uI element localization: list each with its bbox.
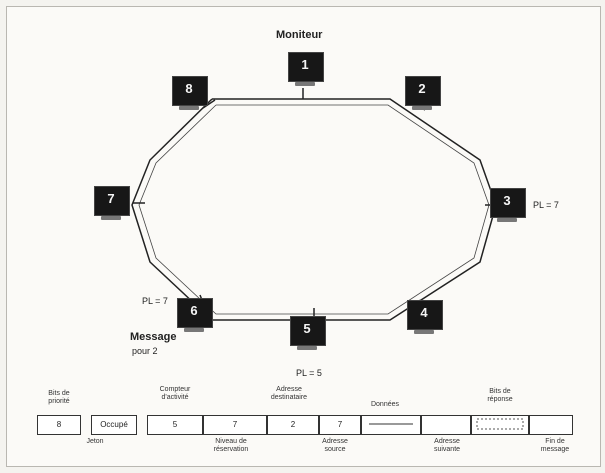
station-8: 8	[172, 76, 208, 112]
diagram-title: Moniteur	[276, 29, 323, 41]
caption-line: Bits de	[48, 390, 70, 397]
station-number: 6	[190, 303, 198, 318]
drop-8	[202, 99, 216, 109]
monitor-icon	[288, 52, 324, 82]
monitor-base-icon	[497, 218, 517, 222]
response-dashed-icon	[476, 418, 524, 430]
station-number: 5	[303, 321, 311, 336]
caption-reservation-level: Niveau de réservation	[196, 438, 266, 454]
monitor-icon	[490, 188, 526, 218]
station-5: 5	[290, 316, 326, 352]
data-line-icon	[369, 423, 413, 425]
monitor-base-icon	[295, 82, 315, 86]
message-label-line1: Message	[130, 331, 177, 343]
station-number: 2	[418, 81, 426, 96]
caption-line: Niveau de	[215, 438, 247, 445]
monitor-icon	[94, 186, 130, 216]
field-data	[361, 415, 421, 435]
caption-line: Adresse	[434, 438, 460, 445]
station-number: 7	[107, 191, 115, 206]
monitor-icon	[407, 300, 443, 330]
caption-line: destinataire	[270, 394, 308, 401]
caption-response-bits: Bits de réponse	[465, 388, 535, 404]
caption-priority-bits: Bits de priorité	[24, 390, 94, 406]
caption-token: Jeton	[60, 438, 130, 446]
field-reservation-level: 7	[203, 415, 267, 435]
caption-line: réponse	[487, 396, 513, 403]
station-5-pl-label: PL = 5	[296, 368, 322, 378]
field-destination-address: 2	[267, 415, 319, 435]
caption-line: Compteur	[159, 386, 191, 393]
caption-line: d'activité	[161, 394, 189, 401]
caption-end-of-message: Fin de message	[520, 438, 590, 454]
monitor-icon	[290, 316, 326, 346]
caption-line: réservation	[213, 446, 249, 453]
caption-line: source	[324, 446, 346, 453]
caption-line: Données	[370, 401, 400, 408]
station-7: 7	[94, 186, 130, 222]
monitor-base-icon	[101, 216, 121, 220]
field-priority: 8	[37, 415, 81, 435]
caption-line: Bits de	[489, 388, 511, 395]
caption-line: Fin de	[545, 438, 565, 445]
monitor-base-icon	[412, 106, 432, 110]
caption-destination-address: Adresse destinataire	[254, 386, 324, 402]
field-activity-counter: 5	[147, 415, 203, 435]
monitor-icon	[172, 76, 208, 106]
caption-source-address: Adresse source	[300, 438, 370, 454]
field-end-of-message	[529, 415, 573, 435]
caption-next-address: Adresse suivante	[412, 438, 482, 454]
station-number: 8	[185, 81, 193, 96]
caption-data: Données	[350, 401, 420, 409]
caption-line: Adresse	[276, 386, 302, 393]
caption-line: suivante	[433, 446, 461, 453]
monitor-icon	[405, 76, 441, 106]
station-3-pl-label: PL = 7	[533, 200, 559, 210]
field-response-bits	[471, 415, 529, 435]
caption-line: Jeton	[86, 438, 104, 445]
station-1: 1	[288, 52, 324, 88]
station-4: 4	[407, 300, 443, 336]
station-6: 6	[177, 298, 213, 334]
monitor-base-icon	[184, 328, 204, 332]
station-2: 2	[405, 76, 441, 112]
station-number: 4	[420, 305, 428, 320]
ring-cable-outer	[131, 98, 497, 321]
monitor-base-icon	[297, 346, 317, 350]
field-next-address	[421, 415, 471, 435]
field-token: Occupé	[91, 415, 137, 435]
caption-activity-counter: Compteur d'activité	[140, 386, 210, 402]
caption-line: Adresse	[322, 438, 348, 445]
ring-cable-inner	[138, 104, 490, 315]
message-label-line2: pour 2	[132, 346, 158, 356]
monitor-base-icon	[179, 106, 199, 110]
station-number: 3	[503, 193, 511, 208]
station-6-pl-label: PL = 7	[142, 296, 168, 306]
station-3: 3	[490, 188, 526, 224]
caption-line: message	[540, 446, 570, 453]
field-source-address: 7	[319, 415, 361, 435]
monitor-icon	[177, 298, 213, 328]
station-number: 1	[301, 57, 309, 72]
monitor-base-icon	[414, 330, 434, 334]
caption-line: priorité	[48, 398, 70, 405]
